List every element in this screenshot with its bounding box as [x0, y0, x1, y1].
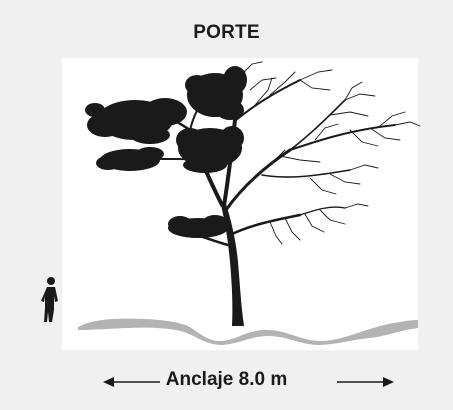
- figure-title: PORTE: [193, 22, 260, 43]
- tree-foliage: [85, 66, 247, 238]
- span-label: Anclaje 8.0 m: [165, 369, 288, 390]
- tree-twigs: [243, 61, 421, 245]
- ground-profile: [78, 318, 418, 345]
- tree-trunk: [221, 204, 244, 326]
- human-scale-figure: [41, 277, 58, 322]
- span-dimension-arrow: [103, 377, 394, 387]
